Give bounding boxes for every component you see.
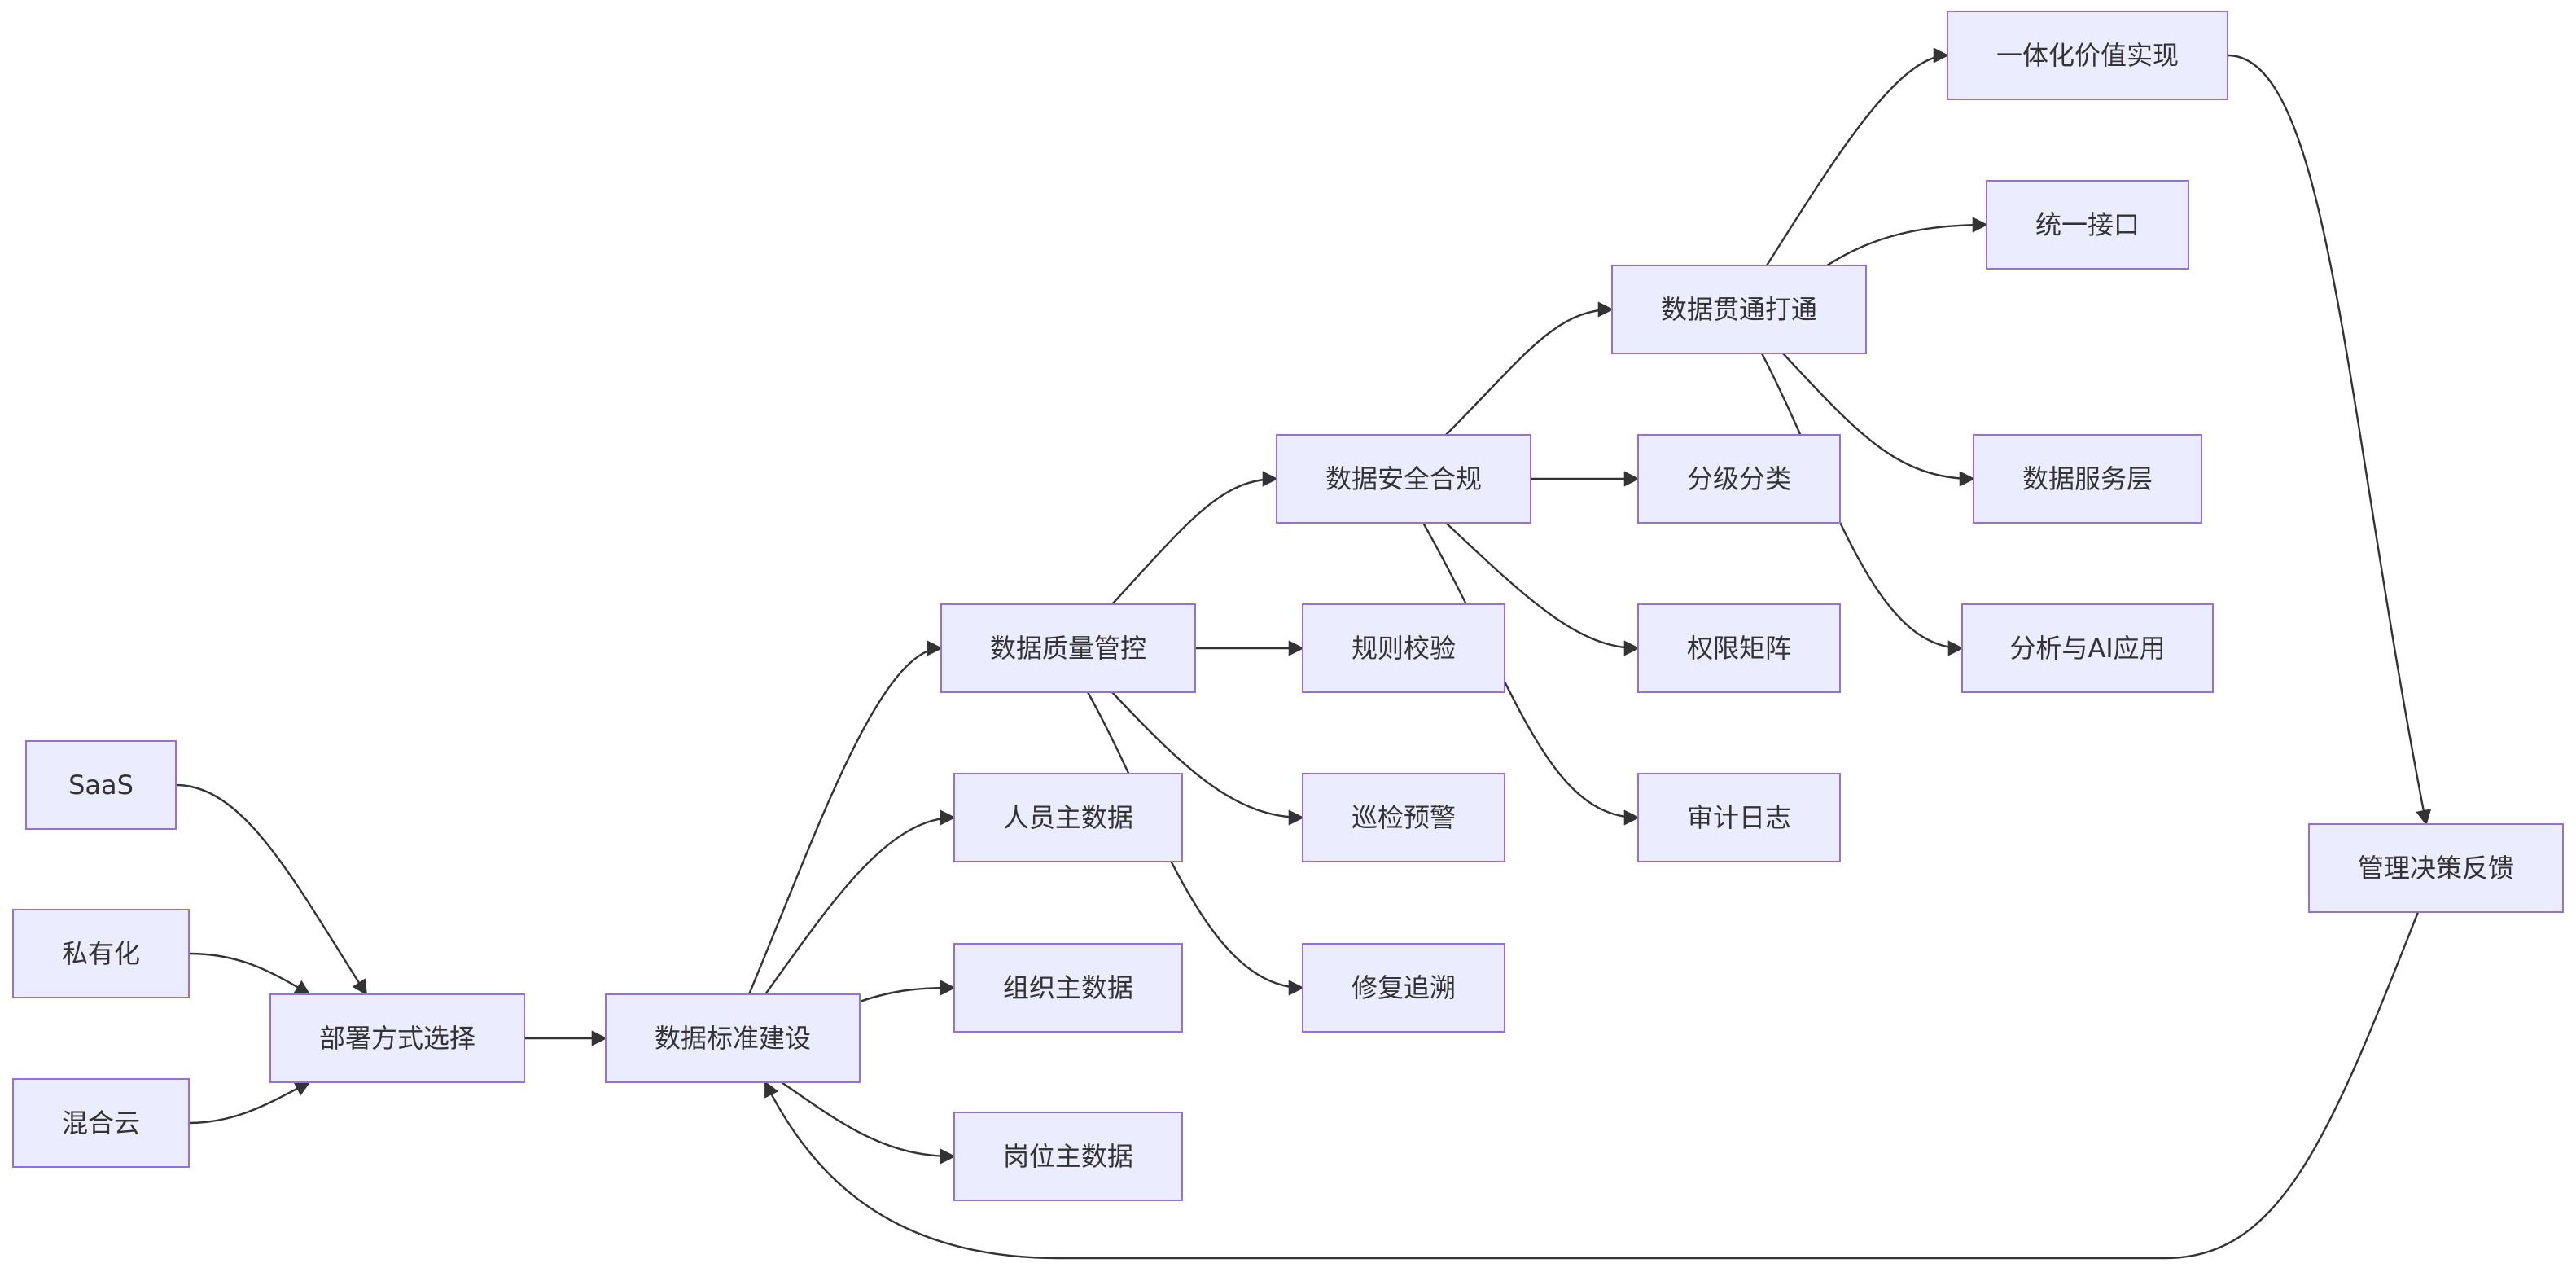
edge-quality-to-repair [1086, 691, 1304, 996]
edge-private-to-deploy [188, 952, 311, 996]
edge-security-to-perm [1445, 522, 1640, 656]
edge-std-to-org [859, 980, 956, 1003]
edge-quality-to-security [1111, 471, 1278, 605]
node-inspect: 巡检预警 [1302, 773, 1505, 862]
node-box [605, 993, 861, 1083]
node-label: 巡检预警 [1352, 802, 1456, 833]
edge-security-to-connect [1445, 301, 1614, 436]
node-service: 数据服务层 [1973, 434, 2202, 524]
node-box [1947, 11, 2228, 100]
edge-hybrid-to-deploy [188, 1081, 311, 1125]
node-perm: 权限矩阵 [1637, 603, 1841, 693]
node-box [1961, 603, 2214, 693]
node-box [953, 943, 1183, 1033]
node-box [1302, 603, 1505, 693]
node-person: 人员主数据 [953, 773, 1183, 862]
node-quality: 数据质量管控 [940, 603, 1196, 693]
node-box [1637, 434, 1841, 524]
node-org: 组织主数据 [953, 943, 1183, 1033]
node-label: 规则校验 [1352, 633, 1456, 664]
node-box [1637, 773, 1841, 862]
node-label: 分析与AI应用 [2009, 633, 2165, 664]
edge-connect-to-ai [1760, 353, 1964, 656]
edge-feedback-to-std [764, 911, 2420, 1260]
node-label: 混合云 [62, 1108, 140, 1138]
node-std: 数据标准建设 [605, 993, 861, 1083]
node-label: 部署方式选择 [319, 1023, 475, 1054]
node-label: 数据安全合规 [1325, 463, 1482, 494]
node-rule: 规则校验 [1302, 603, 1505, 693]
node-label: 管理决策反馈 [2358, 853, 2514, 884]
node-box [25, 740, 177, 830]
edge-connect-to-value [1765, 47, 1949, 266]
node-label: SaaS [68, 770, 134, 800]
node-box [269, 993, 525, 1083]
node-ai: 分析与AI应用 [1961, 603, 2214, 693]
edge-connect-to-service [1782, 353, 1975, 487]
node-label: 审计日志 [1687, 802, 1791, 833]
node-box [1302, 773, 1505, 862]
node-box [2308, 823, 2564, 913]
node-label: 统一接口 [2035, 209, 2140, 240]
node-label: 数据服务层 [2022, 463, 2153, 494]
node-audit: 审计日志 [1637, 773, 1841, 862]
node-box [1276, 434, 1531, 524]
node-private: 私有化 [12, 909, 190, 998]
node-connect: 数据贯通打通 [1611, 265, 1867, 354]
node-box [1302, 943, 1505, 1033]
edge-value-to-feedback [2227, 54, 2432, 826]
node-box [1973, 434, 2202, 524]
node-deploy: 部署方式选择 [269, 993, 525, 1083]
edge-saas-to-deploy [175, 783, 368, 996]
node-label: 权限矩阵 [1687, 633, 1791, 664]
node-saas: SaaS [25, 740, 177, 830]
node-value: 一体化价值实现 [1947, 11, 2228, 100]
node-hybrid: 混合云 [12, 1078, 190, 1168]
node-feedback: 管理决策反馈 [2308, 823, 2564, 913]
edge-std-to-post [781, 1081, 956, 1165]
node-box [940, 603, 1196, 693]
node-label: 数据质量管控 [990, 633, 1146, 664]
edge-security-to-audit [1422, 522, 1640, 826]
edges-layer [175, 47, 2432, 1260]
node-box [12, 909, 190, 998]
node-label: 人员主数据 [1003, 802, 1133, 833]
edge-connect-to-api [1826, 217, 1988, 267]
node-grading: 分级分类 [1637, 434, 1841, 524]
node-label: 修复追溯 [1352, 972, 1456, 1003]
node-label: 岗位主数据 [1003, 1141, 1133, 1172]
node-label: 组织主数据 [1003, 972, 1133, 1003]
node-box [1637, 603, 1841, 693]
node-label: 私有化 [62, 938, 140, 969]
node-box [953, 773, 1183, 862]
node-repair: 修复追溯 [1302, 943, 1505, 1033]
node-label: 一体化价值实现 [1996, 40, 2179, 71]
node-post: 岗位主数据 [953, 1112, 1183, 1201]
node-box [1611, 265, 1867, 354]
edge-quality-to-inspect [1111, 691, 1304, 826]
edge-std-to-quality [747, 640, 943, 995]
node-label: 数据贯通打通 [1661, 294, 1817, 325]
node-box [953, 1112, 1183, 1201]
edge-std-to-person [764, 809, 956, 995]
node-api: 统一接口 [1986, 180, 2189, 270]
node-security: 数据安全合规 [1276, 434, 1531, 524]
node-box [12, 1078, 190, 1168]
node-label: 数据标准建设 [655, 1023, 811, 1054]
node-box [1986, 180, 2189, 270]
node-label: 分级分类 [1687, 463, 1791, 494]
